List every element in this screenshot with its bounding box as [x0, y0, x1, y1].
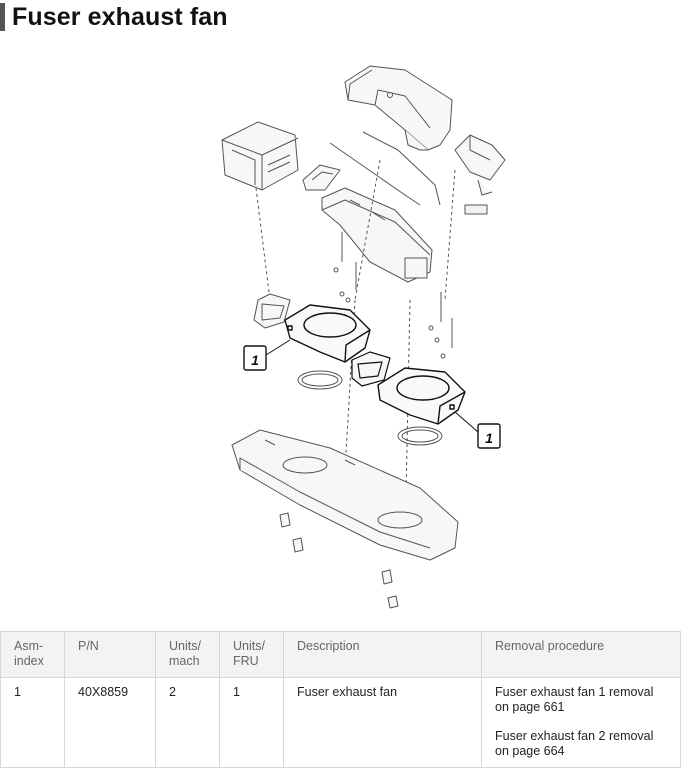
- seal-ring-left-inner: [302, 374, 338, 386]
- header-asm-index: Asm- index: [1, 632, 65, 678]
- header-units-mach: Units/ mach: [156, 632, 220, 678]
- top-air-duct: [345, 66, 452, 150]
- cell-units-fru: 1: [220, 678, 284, 768]
- removal-link-fan-1[interactable]: Fuser exhaust fan 1 removal on page 661: [495, 685, 668, 715]
- callout-1-right: [455, 412, 500, 448]
- fuser-exhaust-fan-1: [285, 305, 370, 362]
- callout-label-right: 1: [485, 430, 493, 446]
- header-units-fru: Units/ FRU: [220, 632, 284, 678]
- exploded-parts-diagram: 1 1: [215, 60, 515, 610]
- page-title: Fuser exhaust fan: [12, 3, 228, 32]
- cell-units-mach: 2: [156, 678, 220, 768]
- small-pad: [465, 205, 487, 214]
- right-bracket: [455, 135, 505, 195]
- fuser-exhaust-fan-2: [378, 368, 465, 424]
- removal-link-fan-2[interactable]: Fuser exhaust fan 2 removal on page 664: [495, 729, 668, 759]
- parts-table: Asm- index P/N Units/ mach Units/ FRU De…: [0, 631, 681, 768]
- cell-pn: 40X8859: [65, 678, 156, 768]
- header-description: Description: [284, 632, 482, 678]
- small-bracket: [303, 165, 340, 190]
- cell-asm-index: 1: [1, 678, 65, 768]
- seal-ring-right-inner: [402, 430, 438, 442]
- fan-gasket-left: [254, 294, 290, 328]
- header-removal-procedure: Removal procedure: [482, 632, 681, 678]
- page-header: Fuser exhaust fan: [0, 2, 228, 32]
- table-header-row: Asm- index P/N Units/ mach Units/ FRU De…: [1, 632, 681, 678]
- cell-description: Fuser exhaust fan: [284, 678, 482, 768]
- title-accent-bar: [0, 3, 5, 31]
- base-tray: [232, 430, 458, 560]
- callout-label-left: 1: [251, 352, 259, 368]
- header-pn: P/N: [65, 632, 156, 678]
- left-cover-box: [222, 122, 298, 190]
- cell-removal-procedure: Fuser exhaust fan 1 removal on page 661 …: [482, 678, 681, 768]
- table-row: 1 40X8859 2 1 Fuser exhaust fan Fuser ex…: [1, 678, 681, 768]
